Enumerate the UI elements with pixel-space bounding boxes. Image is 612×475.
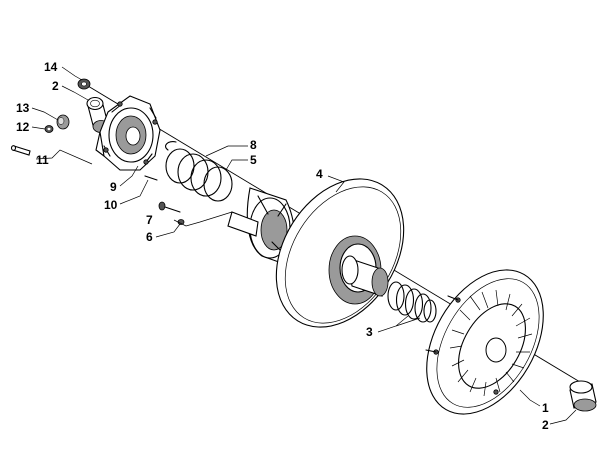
part-11-pin xyxy=(10,145,31,156)
callout-7: 7 xyxy=(146,213,153,227)
part-4-sheave xyxy=(275,178,405,328)
callout-1: 1 xyxy=(542,401,549,415)
callout-3: 3 xyxy=(366,325,373,339)
callout-11: 11 xyxy=(36,153,49,167)
leader-lines xyxy=(31,66,577,425)
part-1-fixed-sheave xyxy=(425,269,544,415)
part-7-bolt xyxy=(158,201,181,213)
part-14-nut xyxy=(77,78,91,90)
callout-2-top: 2 xyxy=(52,79,59,93)
callout-13: 13 xyxy=(16,101,30,115)
callout-9: 9 xyxy=(110,180,117,194)
part-10-dowel xyxy=(144,175,158,181)
part-9-spider-plate xyxy=(95,95,161,171)
part-5-cam xyxy=(227,187,296,267)
part-13-roller xyxy=(56,114,70,130)
part-2-bushing-bottom xyxy=(569,380,597,412)
callout-10: 10 xyxy=(104,198,118,212)
callout-6: 6 xyxy=(146,230,153,244)
callout-12: 12 xyxy=(16,120,30,134)
part-3-spring-set xyxy=(387,281,437,323)
callout-5: 5 xyxy=(250,153,257,167)
callout-8: 8 xyxy=(250,138,257,152)
callout-2-bottom: 2 xyxy=(542,418,549,432)
part-12-washer xyxy=(44,125,54,133)
callout-4: 4 xyxy=(316,167,323,181)
callout-14: 14 xyxy=(44,60,58,74)
callout-labels: 14 2 13 12 11 9 10 7 6 8 5 4 3 1 2 xyxy=(16,60,549,432)
part-8-spring xyxy=(165,141,233,202)
